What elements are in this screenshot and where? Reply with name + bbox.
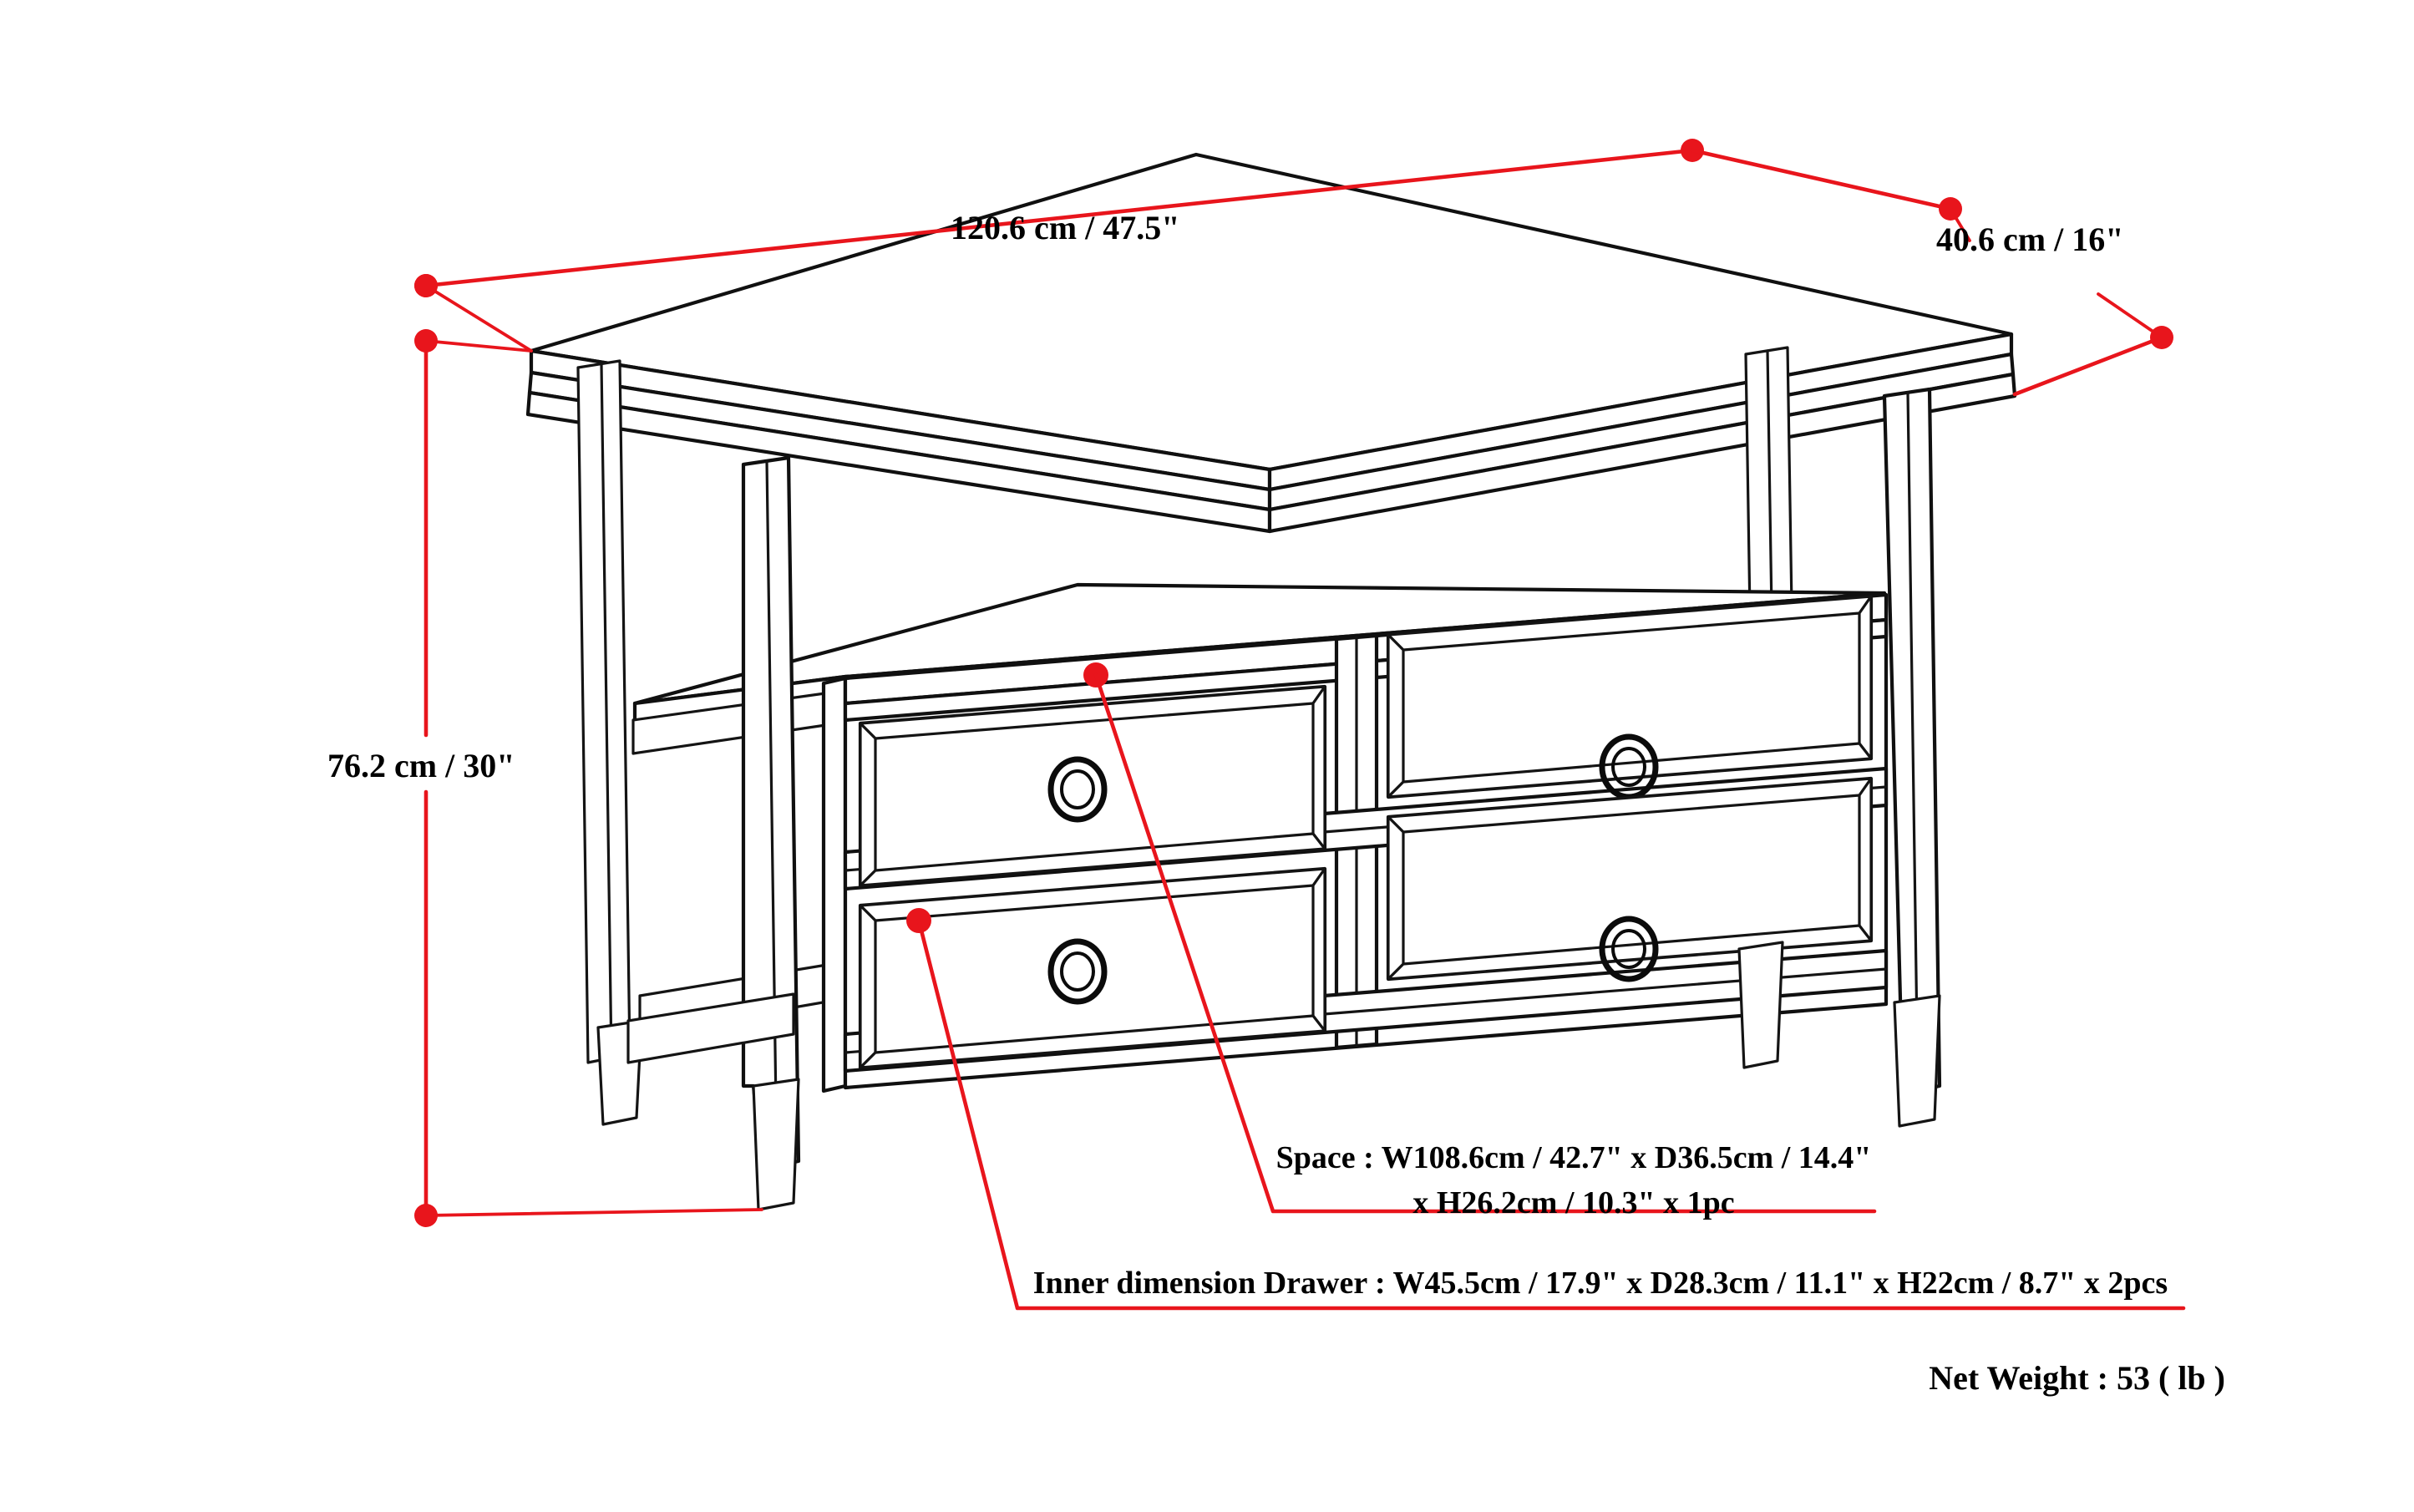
depth-dimension-line [1690,148,1953,211]
ring-pull-icon [1599,916,1659,982]
drawer-lower-left-bevel-left [859,904,877,1069]
ring-pull-inner-icon [1611,747,1646,787]
ring-pull-inner-icon [1060,769,1095,809]
height-extension-top [424,339,533,353]
leg-right-rear-foot [1737,941,1784,1069]
width-dimension-label: 120.6 cm / 47.5" [951,209,1179,246]
drawer-callout-leader [916,918,2186,1311]
ring-pull-icon [1047,756,1108,823]
width-dimension-line [423,148,1695,288]
dimension-annotations: 120.6 cm / 47.5" 40.6 cm / 16" [327,139,2225,1397]
drawer-pull-lower-right[interactable] [1599,916,1659,982]
drawer-upper-right-bevel-left [1387,633,1405,799]
drawer-case-group [821,592,1889,1093]
leg-front-right-foot-taper [1893,994,1941,1128]
leg-back-left-crease [600,363,613,1060]
net-weight-label: Net Weight : 53 ( lb ) [1929,1359,2225,1397]
drawer-upper-right[interactable] [1386,594,1874,800]
drawer-upper-left-bevel-bottom [859,832,1326,887]
net-weight-group: Net Weight : 53 ( lb ) [1929,1359,2225,1397]
leg-front-left-foot-taper [752,1078,800,1211]
depth-dim-dot-lower [2150,326,2173,349]
leg-front-right-crease [1906,391,1920,1093]
drawer-upper-left-bevel-left [859,722,877,887]
leg-front-left-group [741,455,801,1211]
height-extension-diagonal [424,284,533,353]
drawer-pull-lower-left[interactable] [1047,938,1108,1005]
drawer-lower-right-bevel-left [1387,815,1405,981]
drawer-callout-line1: Inner dimension Drawer : W45.5cm / 17.9"… [1033,1266,2168,1301]
drawer-upper-right-bevel-right [1858,595,1873,760]
height-dim-dot-bottom [414,1204,438,1227]
callout-space: Space : W108.6cm / 42.7" x D36.5cm / 14.… [1083,662,1877,1220]
drawer-lower-left-bevel-bottom [859,1014,1326,1069]
drawer-lower-right-bevel-right [1858,777,1873,942]
callout-drawer: Inner dimension Drawer : W45.5cm / 17.9"… [906,908,2186,1311]
depth-arrow-head-lower [2097,292,2163,339]
height-dim-dot-top-anchor [414,274,438,297]
height-dimension-label: 76.2 cm / 30" [327,747,515,784]
leg-right-rear-foot-group [1737,941,1784,1069]
space-callout-line1: Space : W108.6cm / 42.7" x D36.5cm / 14.… [1276,1140,1872,1175]
furniture-illustration [525,152,2017,1211]
height-dim-dot-top [414,329,438,353]
dimension-height: 76.2 cm / 30" [327,274,763,1227]
ring-pull-inner-icon [1611,929,1646,969]
height-extension-bottom [424,1208,763,1217]
drawer-lower-right-bevel-bottom [1387,924,1873,981]
leg-front-left-crease [765,459,778,1168]
ring-pull-icon [1047,938,1108,1005]
drawer-upper-left[interactable] [858,684,1327,888]
ring-pull-inner-icon [1060,951,1095,992]
table-top-group [525,152,2017,534]
leg-front-right-group [1882,387,1942,1128]
lower-stretcher-left [626,992,795,1064]
case-left-side-panel [821,676,848,1093]
drawer-lower-left-bevel-right [1311,867,1326,1033]
depth-dimension-label: 40.6 cm / 16" [1936,221,2123,258]
space-callout-leader [1093,672,1877,1214]
drawer-upper-right-bevel-bottom [1387,742,1873,799]
lower-stretcher-group [626,992,795,1064]
drawer-upper-left-bevel-right [1311,685,1326,850]
depth-dimension-line-lower [2012,335,2164,397]
left-side-rail-group [631,690,844,1036]
space-callout-line2: x H26.2cm / 10.3" x 1pc [1412,1185,1734,1220]
depth-dim-dot-upper [1939,197,1962,221]
dimension-depth: 40.6 cm / 16" [1690,148,2173,397]
drawer-pull-upper-left[interactable] [1047,756,1108,823]
drawer-lower-right[interactable] [1386,776,1874,982]
